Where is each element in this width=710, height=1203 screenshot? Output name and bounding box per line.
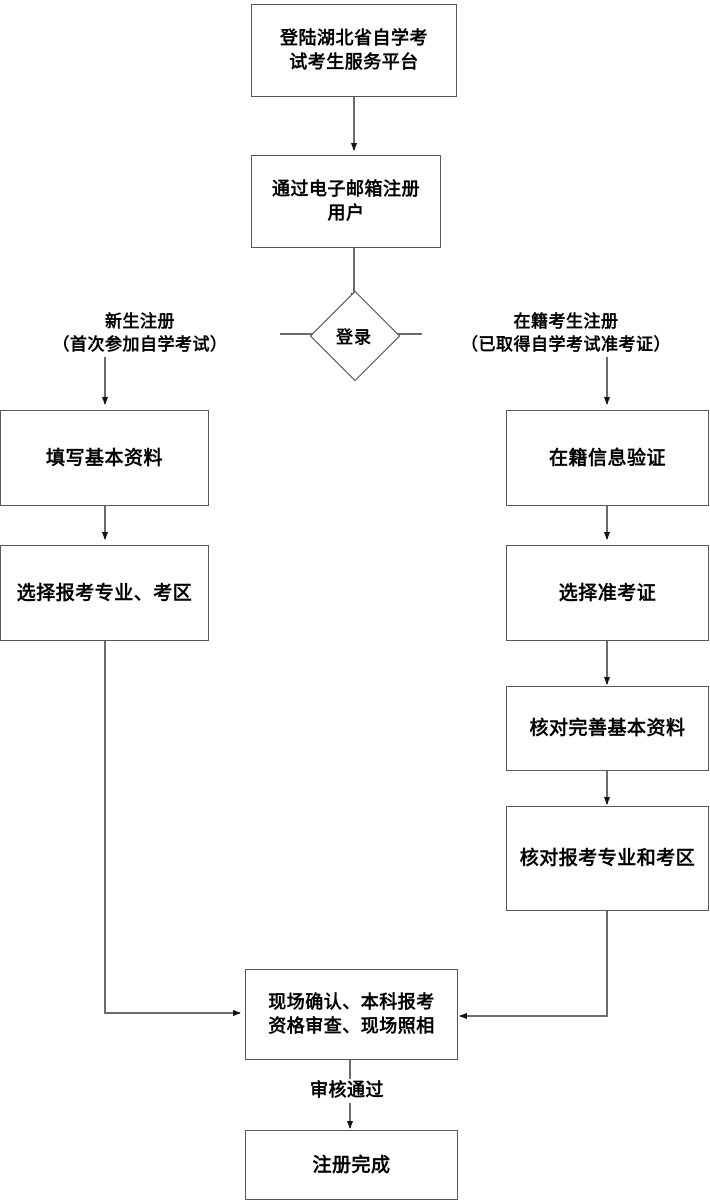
node-registration-complete-label: 注册完成 <box>312 1153 391 1176</box>
node-start[interactable]: 登陆湖北省自学考 试考生服务平台 <box>251 4 457 97</box>
node-login-decision[interactable]: 登录 <box>309 290 401 382</box>
node-select-admission-ticket[interactable]: 选择准考证 <box>506 545 709 641</box>
node-fill-basic-info-label: 填写基本资料 <box>45 446 163 469</box>
node-verify-enrollment-info-label: 在籍信息验证 <box>548 446 666 469</box>
node-select-major-district-label: 选择报考专业、考区 <box>16 581 193 604</box>
edge-label-enrolled-student: 在籍考生注册 （已取得自学考试准考证） <box>422 311 710 357</box>
node-check-major-district[interactable]: 核对报考专业和考区 <box>506 806 709 911</box>
node-check-complete-basic-info[interactable]: 核对完善基本资料 <box>506 686 709 771</box>
node-start-label: 登陆湖北省自学考 试考生服务平台 <box>280 28 428 73</box>
node-check-major-district-label: 核对报考专业和考区 <box>519 847 696 870</box>
node-registration-complete[interactable]: 注册完成 <box>245 1130 458 1200</box>
node-fill-basic-info[interactable]: 填写基本资料 <box>0 410 209 506</box>
node-check-complete-basic-info-label: 核对完善基本资料 <box>529 717 686 740</box>
node-select-admission-ticket-label: 选择准考证 <box>558 581 657 604</box>
edge-old-major-onsite <box>459 911 608 1020</box>
node-register-by-email[interactable]: 通过电子邮箱注册 用户 <box>251 155 441 248</box>
node-register-by-email-label: 通过电子邮箱注册 用户 <box>272 179 420 224</box>
edge-new-major-onsite <box>104 641 241 1017</box>
node-select-major-district[interactable]: 选择报考专业、考区 <box>0 545 209 641</box>
node-onsite-confirmation[interactable]: 现场确认、本科报考 资格审查、现场照相 <box>245 969 458 1060</box>
edge-label-new-student: 新生注册 （首次参加自学考试） <box>0 311 280 357</box>
node-verify-enrollment-info[interactable]: 在籍信息验证 <box>506 410 709 506</box>
edge-label-approved: 审核通过 <box>262 1079 432 1104</box>
node-login-decision-label: 登录 <box>336 327 372 348</box>
node-onsite-confirmation-label: 现场确认、本科报考 资格审查、现场照相 <box>268 992 435 1037</box>
